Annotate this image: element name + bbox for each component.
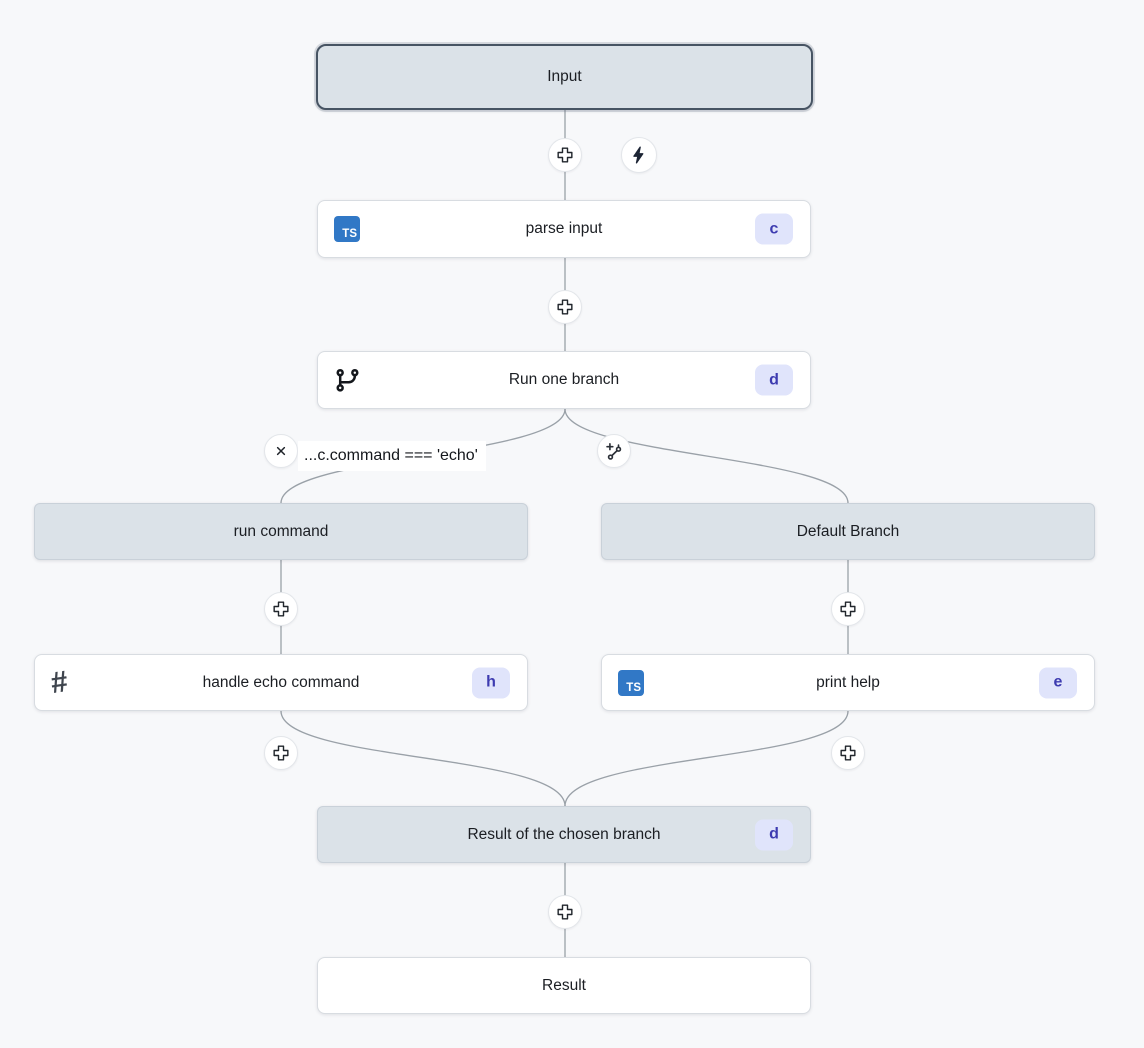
add-step-button[interactable] (264, 736, 298, 770)
lightning-icon (633, 146, 644, 164)
step-id-badge: c (755, 213, 793, 245)
typescript-icon: TS (618, 669, 644, 696)
node-label: Run one branch (508, 371, 620, 388)
plus-icon (273, 745, 289, 761)
step-id-badge: d (755, 819, 793, 850)
plus-icon (840, 601, 856, 617)
plus-icon (273, 601, 289, 617)
node-parse-input[interactable]: TS parse input c (317, 200, 811, 258)
trigger-button[interactable] (621, 137, 657, 173)
add-step-button[interactable] (264, 592, 298, 626)
node-run-one-branch[interactable]: Run one branch d (317, 351, 811, 409)
step-id-badge: e (1039, 667, 1077, 698)
node-branch-result[interactable]: Result of the chosen branch d (317, 806, 811, 863)
add-step-button[interactable] (548, 895, 582, 929)
add-step-button[interactable] (831, 592, 865, 626)
branch-header-run-command[interactable]: run command (34, 503, 528, 560)
branch-label: Default Branch (796, 522, 900, 540)
add-step-button[interactable] (831, 736, 865, 770)
node-label: print help (816, 673, 880, 691)
branch-condition-label[interactable]: ...c.command === 'echo' (298, 441, 486, 471)
bash-hash-icon: # (48, 664, 70, 700)
edge-help-merge (564, 710, 849, 807)
step-id-badge: h (472, 667, 510, 698)
step-id-badge: d (755, 364, 793, 396)
node-label: Result (542, 976, 586, 994)
typescript-icon: TS (334, 216, 360, 242)
add-branch-icon (605, 442, 621, 460)
git-branch-icon (334, 367, 361, 394)
plus-icon (557, 299, 573, 315)
add-step-button[interactable] (548, 290, 582, 324)
branch-header-default[interactable]: Default Branch (601, 503, 1095, 560)
node-flow-result[interactable]: Result (317, 957, 811, 1014)
node-print-help[interactable]: TS print help e (601, 654, 1095, 711)
plus-icon (557, 904, 573, 920)
node-label: parse input (525, 220, 603, 237)
remove-branch-button[interactable] (264, 434, 298, 468)
add-step-button[interactable] (548, 138, 582, 172)
node-label: handle echo command (202, 673, 360, 691)
edge-echo-merge (280, 710, 566, 807)
add-branch-button[interactable] (597, 434, 631, 468)
node-label: Input (547, 68, 582, 85)
node-flow-input[interactable]: Input (316, 44, 813, 110)
node-handle-echo-command[interactable]: # handle echo command h (34, 654, 528, 711)
plus-icon (557, 147, 573, 163)
node-label: Result of the chosen branch (467, 825, 661, 843)
x-icon (276, 446, 286, 456)
plus-icon (840, 745, 856, 761)
branch-label: run command (233, 522, 329, 540)
